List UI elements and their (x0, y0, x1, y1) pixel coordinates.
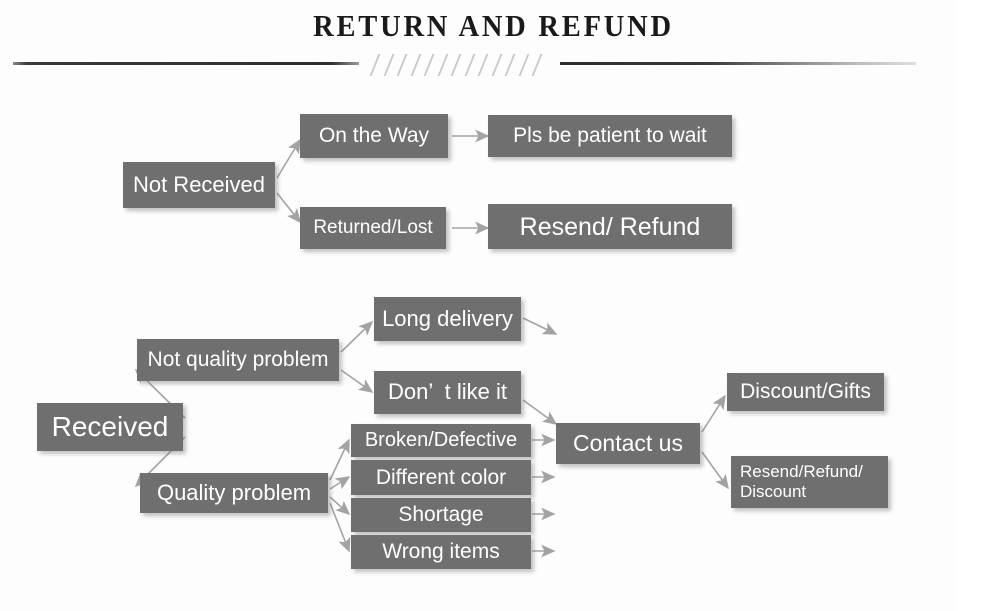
node-shortage[interactable]: Shortage (351, 498, 531, 532)
node-pls-be-patient-to-wait[interactable]: Pls be patient to wait (488, 115, 732, 157)
node-broken-defective[interactable]: Broken/Defective (351, 424, 531, 457)
hatch-mark (491, 54, 502, 76)
hatch-mark (450, 54, 462, 76)
right-edge-strip (955, 0, 987, 611)
hatch-mark (504, 54, 516, 76)
node-quality-problem[interactable]: Quality problem (140, 473, 328, 513)
node-resend-refund-discount[interactable]: Resend/Refund/ Discount (731, 456, 888, 508)
divider-line-right (560, 62, 916, 65)
node-dont-like-it[interactable]: Don’ t like it (374, 371, 521, 414)
divider-line-left (13, 62, 359, 65)
hatch-mark (464, 54, 475, 76)
hatch-mark (518, 54, 529, 76)
node-discount-gifts[interactable]: Discount/Gifts (727, 373, 884, 411)
hatch-mark (410, 54, 421, 76)
hatch-mark (437, 54, 448, 76)
hatch-mark (423, 54, 435, 76)
divider-hatch-marks (369, 54, 548, 76)
node-long-delivery[interactable]: Long delivery (374, 297, 521, 341)
hatch-mark (477, 54, 489, 76)
node-resend-refund[interactable]: Resend/ Refund (488, 204, 732, 249)
hatch-mark (531, 54, 543, 76)
node-not-received[interactable]: Not Received (123, 162, 275, 208)
hatch-mark (383, 54, 394, 76)
node-not-quality-problem[interactable]: Not quality problem (137, 339, 339, 381)
node-different-color[interactable]: Different color (351, 460, 531, 495)
hatch-mark (369, 54, 381, 76)
node-on-the-way[interactable]: On the Way (300, 114, 448, 158)
node-wrong-items[interactable]: Wrong items (351, 535, 531, 569)
page-title: RETURN AND REFUND (313, 8, 674, 43)
node-contact-us[interactable]: Contact us (556, 423, 700, 464)
node-returned-lost[interactable]: Returned/Lost (300, 207, 446, 249)
node-received[interactable]: Received (37, 403, 183, 451)
hatch-mark (396, 54, 408, 76)
